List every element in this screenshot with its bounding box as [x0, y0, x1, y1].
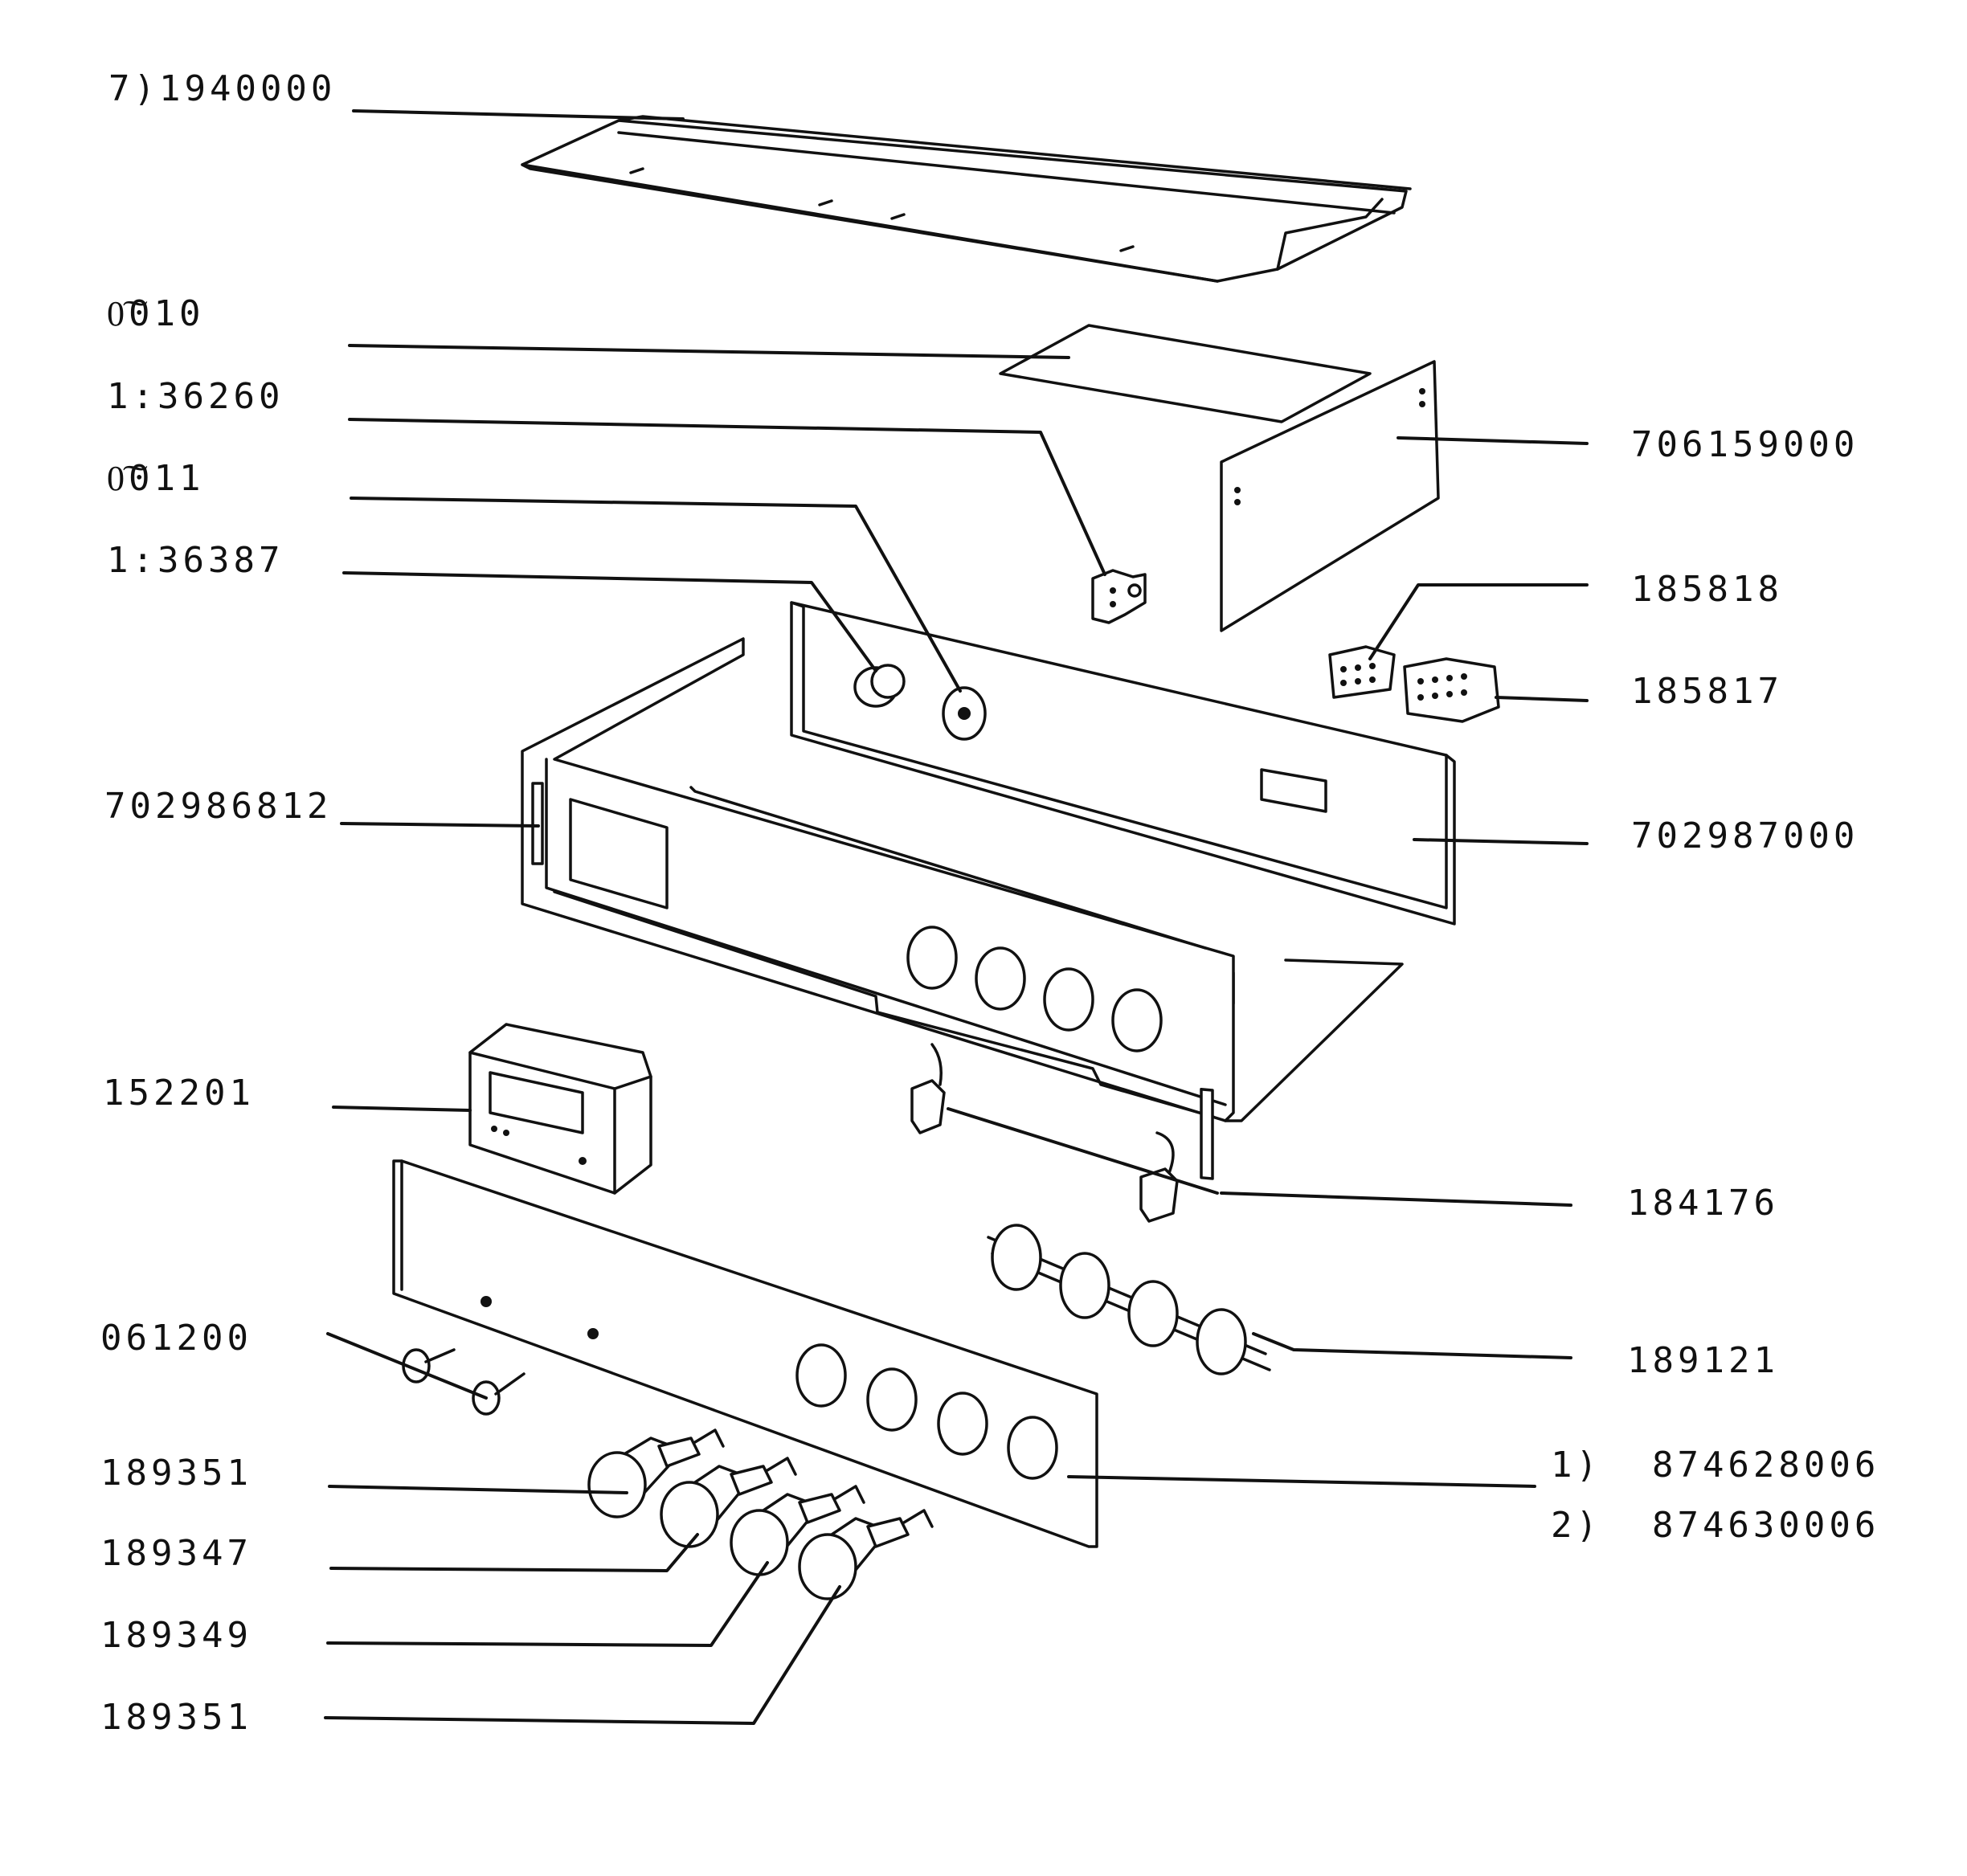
label-control-panel-2: 2) 874630006 — [1551, 1505, 1879, 1546]
bracket-clip-part — [1091, 569, 1147, 624]
knob-icon — [660, 1457, 797, 1548]
rear-plate-part — [1220, 360, 1440, 632]
insulation-sheet-part — [999, 324, 1372, 423]
connector-icon — [1328, 645, 1396, 699]
label-wiring-clip: 184176 — [1627, 1183, 1779, 1224]
top-cover-part — [521, 115, 1412, 283]
label-knob-4: 189351 — [100, 1697, 252, 1738]
front-chassis-part — [521, 637, 1404, 1180]
knob-icon — [587, 1428, 725, 1518]
label-chassis-box: 702987000 — [1631, 815, 1859, 856]
label-side-frame: 702986812 — [104, 786, 332, 827]
label-indicator-ring: 0͠011 — [107, 458, 204, 499]
indicator-lamp-icon — [853, 664, 906, 708]
label-connector-1: 185818 — [1631, 569, 1783, 610]
screw-icon — [402, 1348, 525, 1416]
knob-icon — [798, 1509, 934, 1600]
label-knob-bezels: 189121 — [1627, 1340, 1779, 1381]
leader-lines — [324, 109, 1589, 1725]
connector-icon — [1403, 657, 1500, 723]
knob-bezels-part — [987, 1224, 1271, 1375]
label-connector-2: 185817 — [1631, 671, 1783, 712]
control-panel-part — [392, 1159, 1098, 1548]
label-timer: 152201 — [103, 1073, 255, 1114]
indicator-ring-icon — [942, 686, 987, 741]
label-control-panel-1: 1) 874628006 — [1551, 1445, 1879, 1486]
label-rear-plate: 706159000 — [1631, 424, 1859, 465]
label-knob-2: 189347 — [100, 1533, 252, 1574]
label-insulation-top: 0͠010 — [107, 293, 204, 334]
label-bracket-clip: 1:36260 — [107, 376, 284, 417]
label-cover: 7)1940000 — [108, 68, 336, 109]
timer-icon — [468, 1023, 652, 1195]
label-indicator-lamp: 1:36387 — [107, 540, 284, 581]
label-knob-1: 189351 — [100, 1453, 252, 1494]
label-screw: 061200 — [100, 1318, 252, 1359]
wiring-clip-part — [910, 1043, 1219, 1223]
label-knob-3: 189349 — [100, 1615, 252, 1656]
knob-icon — [730, 1485, 865, 1576]
